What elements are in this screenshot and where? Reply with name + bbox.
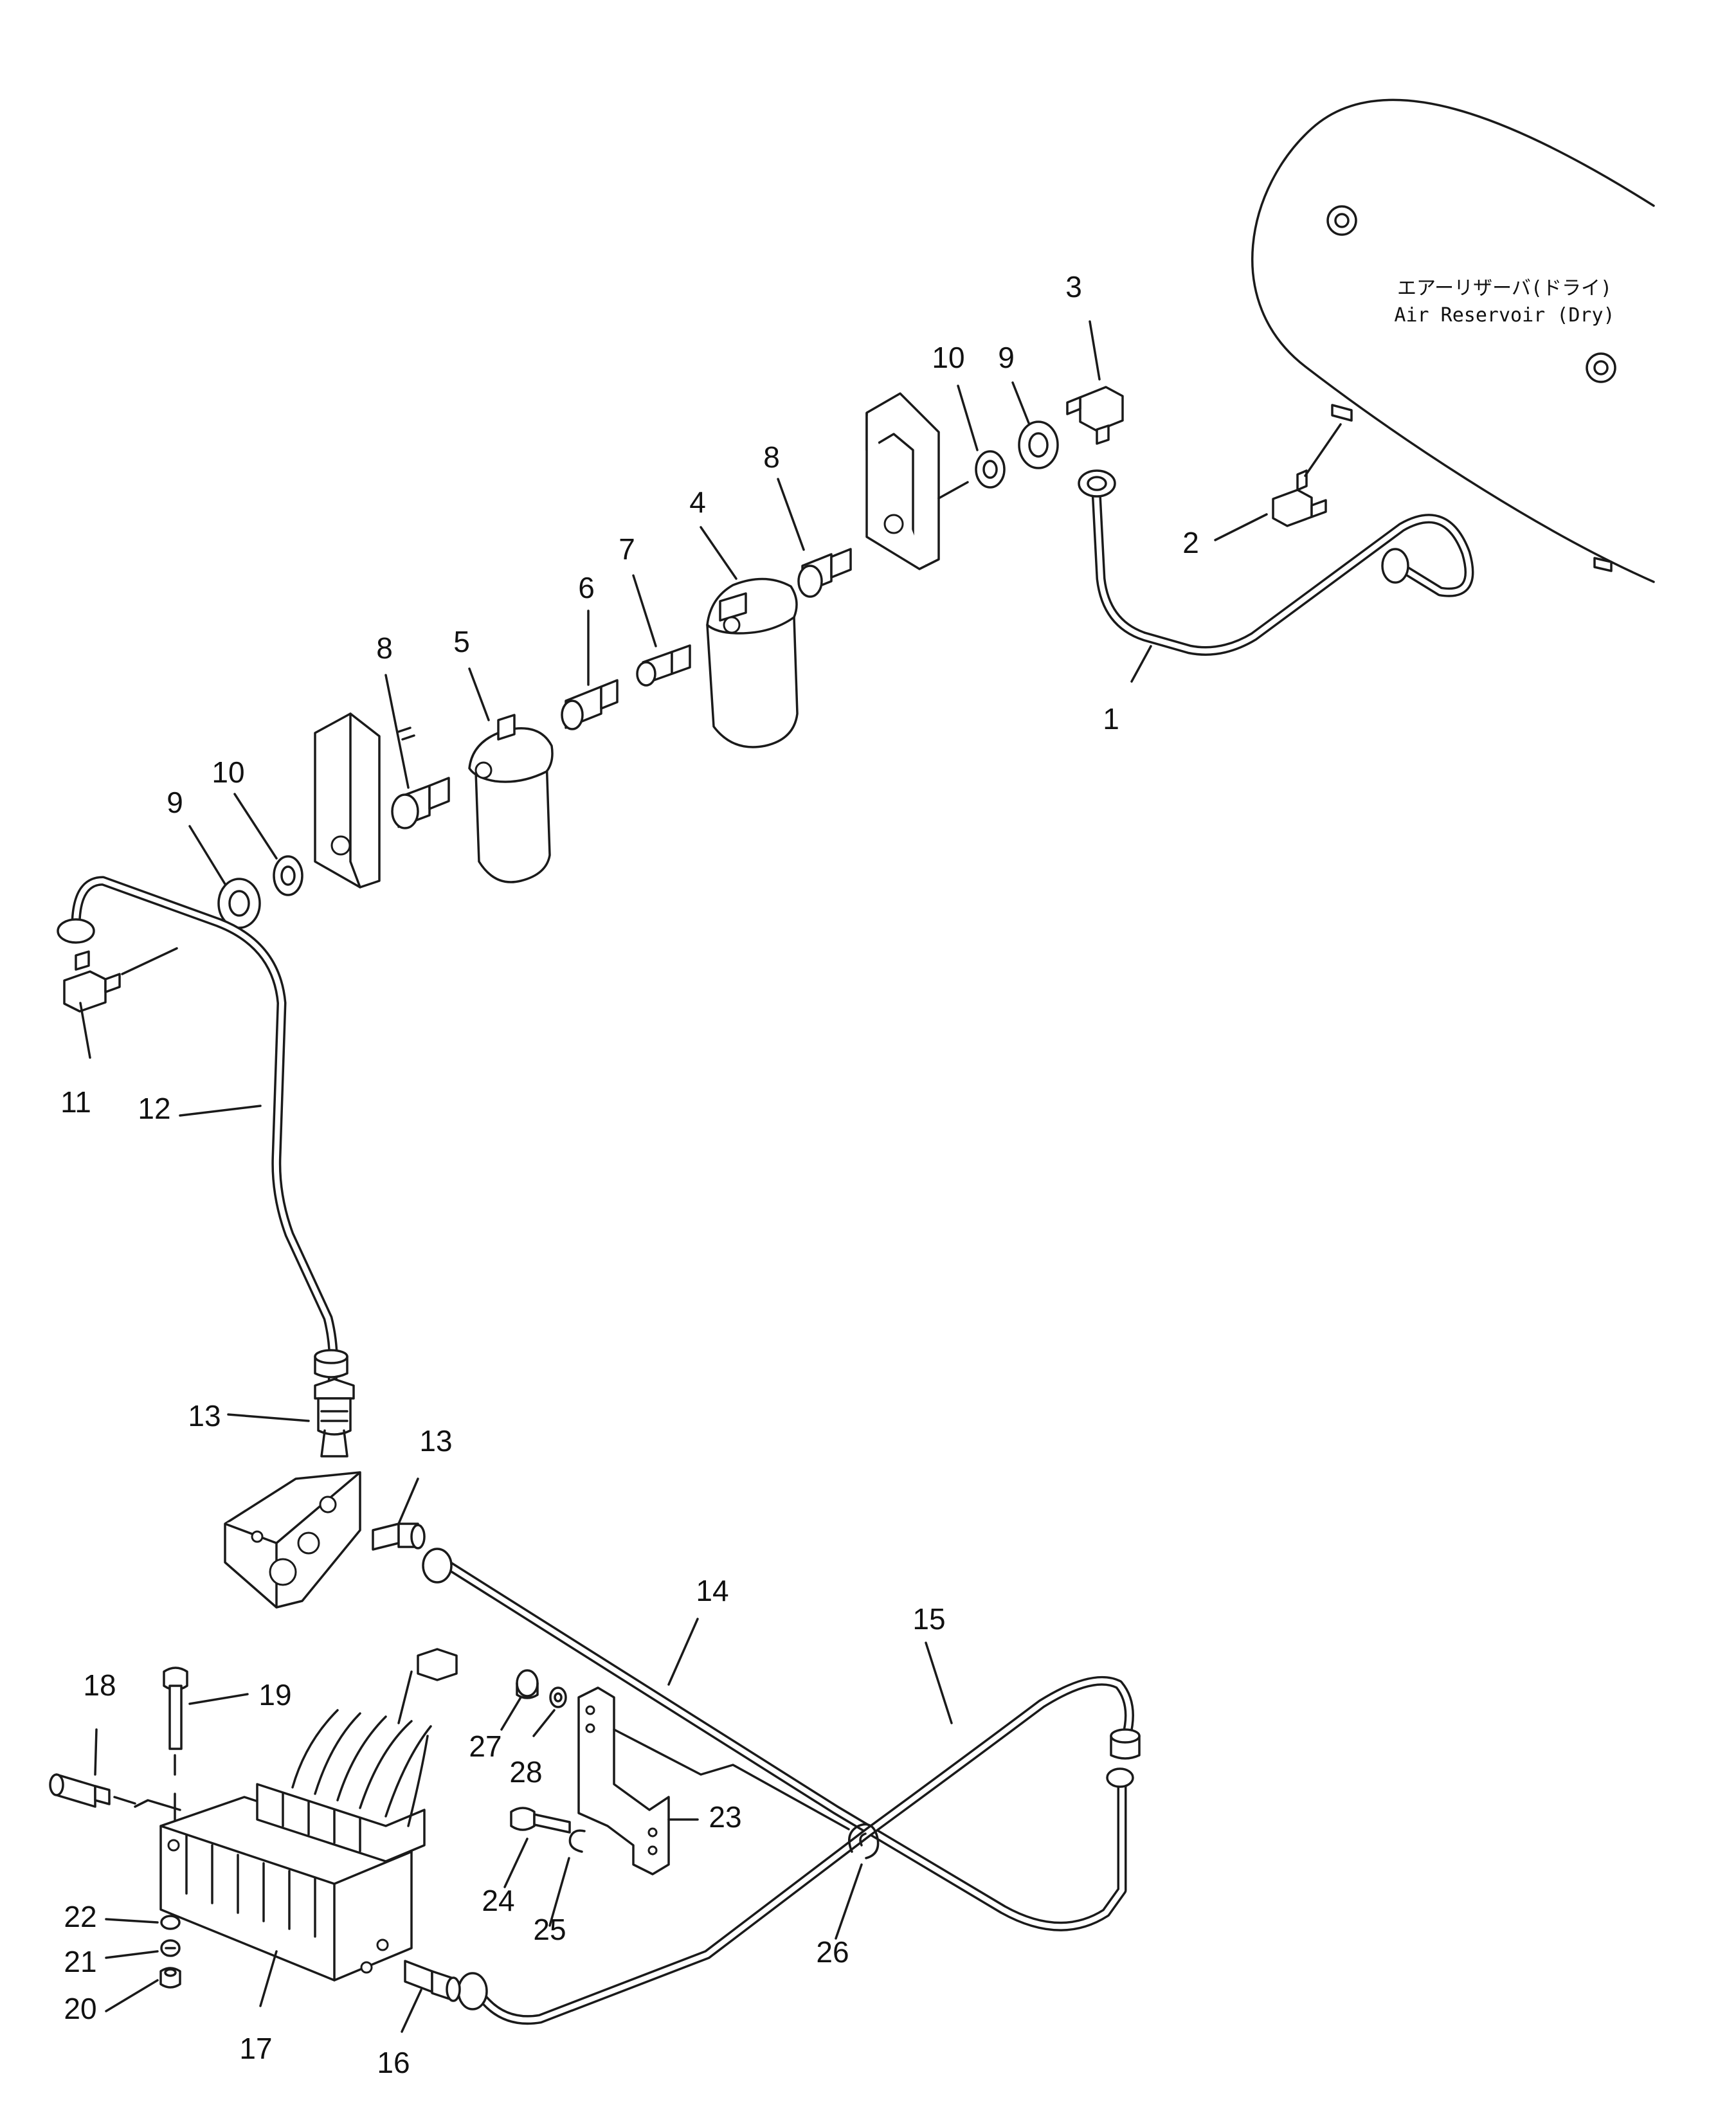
filter-bracket-right [865,392,969,570]
callout-11: 11 [60,1085,91,1119]
part-16-fitting [404,1960,461,2002]
leader-lines [79,320,1268,2033]
callout-4: 4 [689,485,706,519]
part-4-filter-large [706,577,799,748]
part-2-elbow-fitting [1272,423,1342,527]
part-8-connector-left [391,777,450,829]
callout-26: 26 [816,1935,849,1969]
callout-17: 17 [239,2032,272,2065]
callout-9-left: 9 [167,786,183,819]
part-23-bracket [577,1686,850,1875]
callout-12: 12 [138,1092,170,1125]
callout-9-right: 9 [998,341,1015,374]
callout-2: 2 [1182,526,1199,559]
part-12-pipe [57,876,348,1420]
callout-15: 15 [912,1602,945,1636]
part-10-washer-left [273,855,303,896]
part-22-washer [160,1915,181,1930]
part-10-washer-right [975,450,1006,489]
part-7-fitting [636,644,691,687]
part-27-nut [516,1669,539,1699]
callout-22: 22 [64,1900,96,1933]
part-20-nut [159,1967,181,1989]
callout-19: 19 [258,1678,291,1712]
air-reservoir-tank: エアーリザーバ(ドライ) Air Reservoir (Dry) [1251,98,1655,583]
callout-6: 6 [578,571,595,604]
filter-bracket-left [314,712,415,889]
part-8-connector-right [797,548,852,598]
part-28-washer [549,1686,567,1708]
part-6-adapter [561,679,619,730]
callout-13-upper: 13 [188,1399,221,1432]
callout-13-lower: 13 [419,1424,452,1458]
callout-10-right: 10 [932,341,964,374]
callout-18: 18 [83,1668,116,1702]
part-15-pipe [457,1676,1141,2025]
part-25-snap-ring [568,1829,586,1853]
callout-numbers: 1 2 3 4 5 6 7 8 8 9 9 10 10 11 12 13 13 … [60,270,1199,2079]
tank-label-english: Air Reservoir (Dry) [1394,304,1614,327]
callout-21: 21 [64,1945,96,1978]
callout-7: 7 [619,532,635,566]
part-9-nut-right [1018,420,1059,469]
callout-10-left: 10 [212,755,244,789]
part-3-elbow-fitting [1066,386,1124,445]
callout-24: 24 [482,1884,514,1917]
callout-5: 5 [453,625,470,658]
part-21-lock-washer [160,1939,181,1957]
part-19-bolt [163,1667,188,1821]
callout-8-right: 8 [763,440,780,474]
part-14-pipe [422,1548,1134,1931]
callout-27: 27 [469,1730,502,1763]
tank-label-japanese: エアーリザーバ(ドライ) [1397,277,1612,300]
part-17-solenoid-valve [134,1648,458,1982]
part-1-pipe [1078,469,1474,656]
part-13-fitting-upper [314,1378,355,1458]
part-26-clip [848,1823,880,1859]
part-24-bolt [510,1807,571,1834]
part-11-elbow-fitting [63,947,178,1013]
callout-20: 20 [64,1992,96,2025]
callout-23: 23 [709,1800,741,1834]
callout-1: 1 [1103,702,1119,736]
part-13-fitting-lower [372,1522,426,1551]
callout-14: 14 [696,1574,728,1607]
callout-3: 3 [1065,270,1082,303]
callout-28: 28 [509,1755,542,1789]
callout-25: 25 [533,1913,566,1946]
part-18-plug [49,1773,136,1808]
manifold-block [224,1471,361,1609]
callout-8-left: 8 [376,631,393,665]
part-5-filter-small [468,714,554,883]
callout-16: 16 [377,2046,410,2079]
